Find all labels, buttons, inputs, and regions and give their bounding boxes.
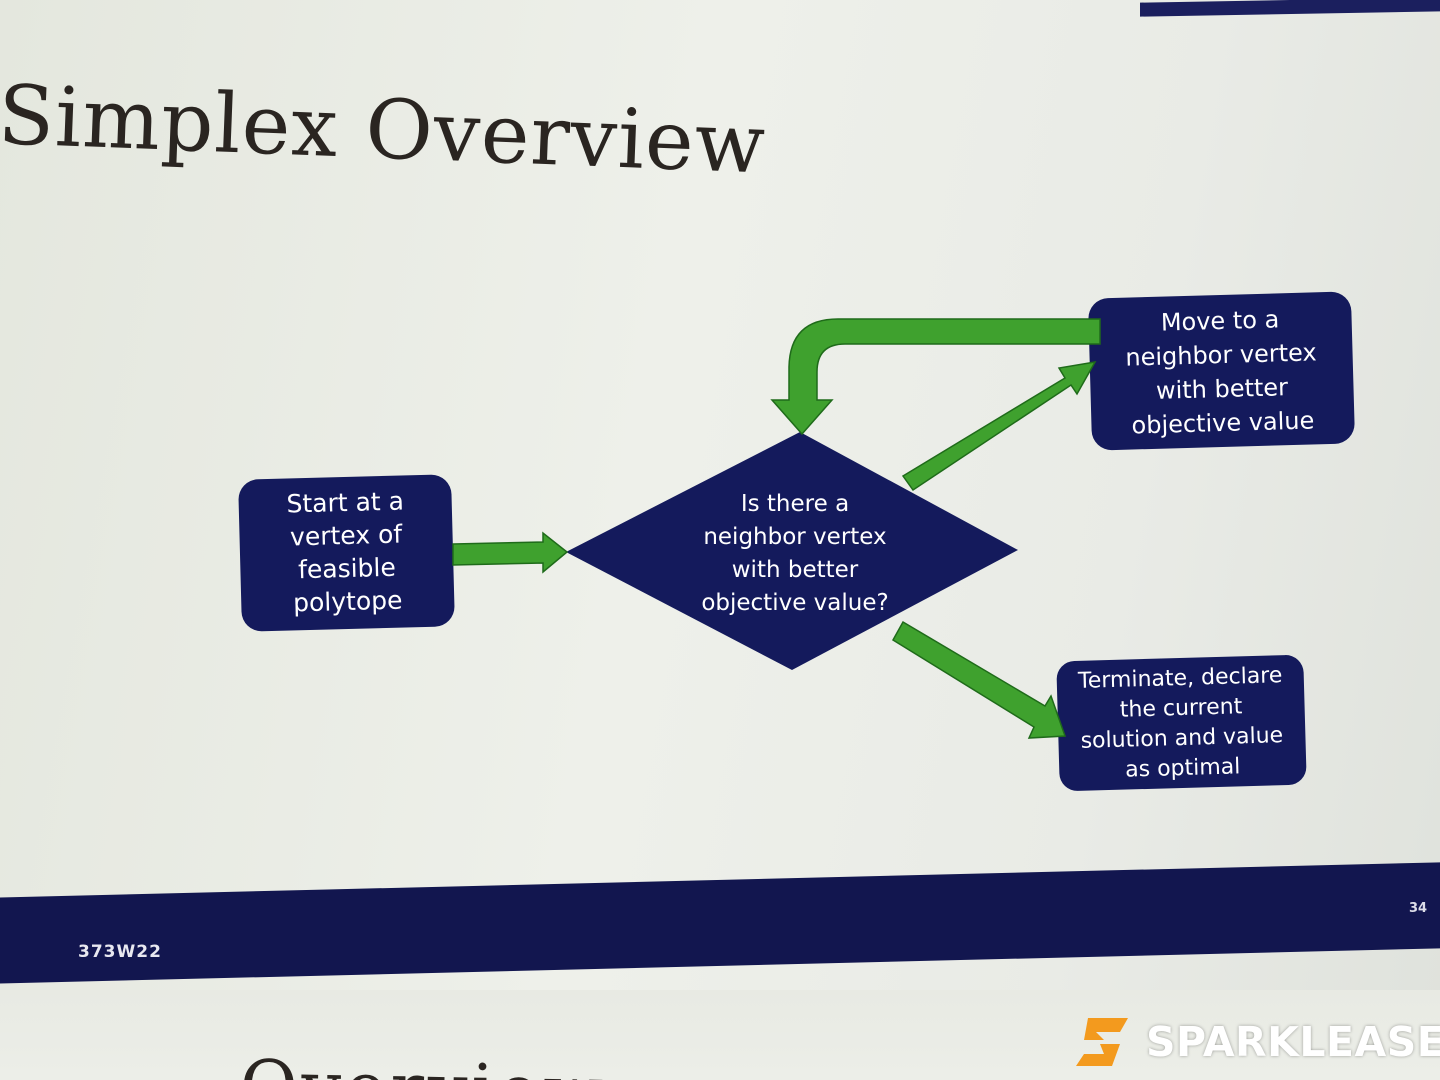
course-code: 373W22: [78, 942, 162, 962]
watermark-text: SPARKLEASE: [1146, 1018, 1440, 1066]
node-start: [238, 474, 455, 632]
arrow-decision-to-terminate: [891, 620, 1067, 739]
node-decision: [566, 432, 1018, 670]
sparklease-watermark: SPARKLEASE: [1074, 1014, 1440, 1070]
slide-page-number: 34: [1409, 901, 1428, 916]
node-decision-label: Is there a neighbor vertex with better o…: [701, 491, 889, 617]
node-move: [1088, 291, 1355, 451]
sparklease-logo-icon: [1076, 1018, 1128, 1066]
node-terminate: [1056, 655, 1307, 791]
next-slide-edge: [0, 990, 1440, 1080]
next-slide-title-fragment: Overview: [239, 1045, 607, 1080]
arrow-move-loop-back-to-decision: [770, 318, 1101, 436]
node-start-label: Start at a vertex of feasible polytope: [286, 486, 405, 618]
node-terminate-label: Terminate, declare the current solution …: [1077, 663, 1284, 783]
arrow-start-to-decision: [452, 531, 569, 574]
arrow-decision-to-move: [901, 361, 1097, 492]
node-move-label: Move to a neighbor vertex with better ob…: [1125, 305, 1318, 440]
